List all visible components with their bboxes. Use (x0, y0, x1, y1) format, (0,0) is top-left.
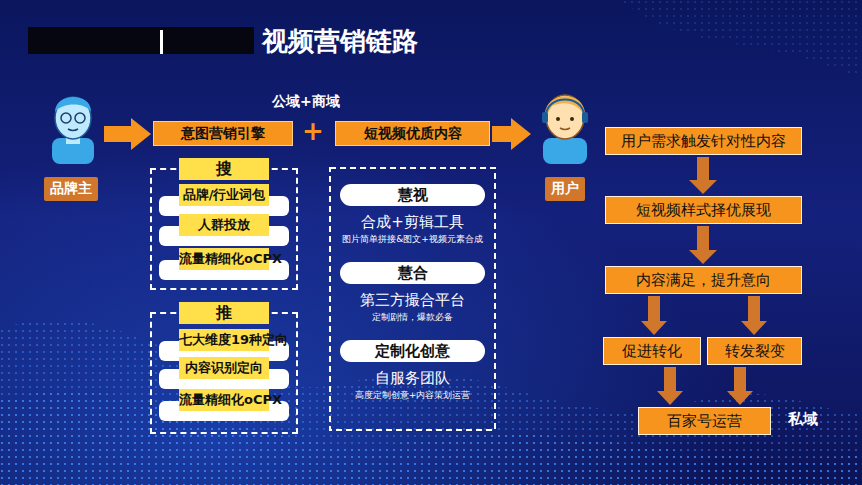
flow-box: 内容满足，提升意向 (605, 266, 802, 294)
item-pill: 品牌/行业词包 (159, 196, 289, 216)
arrow-shaft (748, 296, 760, 322)
arrow-head (511, 118, 531, 150)
item-pill: 流量精细化oCPX (159, 401, 289, 421)
diagram-title: 视频营销链路 (262, 24, 418, 59)
arrow-shaft (697, 157, 709, 181)
content-block: 定制化创意自服务团队高度定制创意+内容策划运营 (331, 340, 494, 410)
node-label: 内容识别定向 (179, 357, 269, 379)
node-label: 转发裂变 (725, 342, 785, 361)
flow-box: 转发裂变 (707, 337, 802, 365)
flow-box: 促进转化 (603, 337, 701, 365)
label-text: 私域 (788, 410, 818, 429)
flow-arrow (104, 118, 151, 150)
arrow-shaft (734, 367, 746, 392)
plus-sign: + (302, 118, 324, 144)
arrow-head (657, 391, 683, 405)
node-label: 用户 (545, 177, 585, 201)
flow-box: 短视频样式择优展现 (605, 196, 802, 224)
arrow-head (131, 118, 151, 150)
flow-arrow (741, 296, 767, 335)
node-label: 慧合 (340, 262, 485, 284)
node-detail: 合成+剪辑工具 (361, 213, 464, 231)
header-box: 意图营销引擎 (153, 121, 293, 146)
header-box: 短视频优质内容 (335, 121, 490, 146)
node-detail: 定制剧情，爆款必备 (372, 311, 453, 323)
user: 用户 (533, 95, 597, 201)
node-detail: 第三方撮合平台 (360, 291, 465, 309)
item-pill: 内容识别定向 (159, 369, 289, 389)
arrow-shaft (664, 367, 676, 392)
flow-arrow (689, 226, 717, 264)
brand-owner: 品牌主 (40, 95, 102, 201)
flow-box: 用户需求触发针对性内容 (605, 127, 802, 155)
flow-arrow (727, 367, 753, 405)
content-block: 慧视合成+剪辑工具图片简单拼接&图文+视频元素合成 (331, 184, 494, 254)
arrow-shaft (648, 296, 660, 322)
node-label: 意图营销引擎 (181, 125, 265, 143)
item-pill: 流量精细化oCPX (159, 260, 289, 280)
node-label: 用户需求触发针对性内容 (621, 132, 786, 151)
arrow-shaft (492, 126, 512, 142)
node-detail: 自服务团队 (375, 369, 450, 387)
node-label: 短视频样式择优展现 (636, 201, 771, 220)
arrow-head (689, 180, 717, 194)
flow-arrow (689, 157, 717, 194)
node-label: 促进转化 (622, 342, 682, 361)
flow-arrow (492, 118, 531, 150)
content-block: 慧合第三方撮合平台定制剧情，爆款必备 (331, 262, 494, 332)
node-label: 内容满足，提升意向 (636, 271, 771, 290)
node-label: 定制化创意 (340, 340, 485, 362)
label-text: 公域+商域 (272, 93, 340, 111)
arrow-head (741, 321, 767, 335)
flow-box: 百家号运营 (638, 407, 771, 435)
node-label: 搜 (179, 158, 269, 180)
arrow-shaft (104, 126, 132, 142)
node-label: 品牌/行业词包 (179, 184, 269, 206)
node-detail: 高度定制创意+内容策划运营 (355, 389, 471, 401)
node-label: 七大维度19种定向 (179, 329, 269, 351)
dashed-group: 推七大维度19种定向内容识别定向流量精细化oCPX (150, 312, 298, 434)
dashed-group: 搜品牌/行业词包人群投放流量精细化oCPX (150, 168, 298, 290)
flow-arrow (657, 367, 683, 405)
arrow-shaft (697, 226, 709, 251)
item-pill: 人群投放 (159, 226, 289, 246)
node-label: 百家号运营 (667, 412, 742, 431)
arrow-head (689, 250, 717, 264)
node-label: 流量精细化oCPX (179, 248, 269, 270)
arrow-head (727, 391, 753, 405)
node-label: 推 (179, 302, 269, 324)
node-label: 慧视 (340, 184, 485, 206)
user-icon (542, 95, 588, 164)
brand-owner-icon (52, 97, 94, 164)
flow-arrow (641, 296, 667, 335)
node-label: 短视频优质内容 (364, 125, 462, 143)
node-detail: 图片简单拼接&图文+视频元素合成 (342, 233, 483, 245)
arrow-head (641, 321, 667, 335)
node-label: 人群投放 (179, 214, 269, 236)
node-label: 品牌主 (44, 177, 98, 201)
node-label: 流量精细化oCPX (179, 389, 269, 411)
